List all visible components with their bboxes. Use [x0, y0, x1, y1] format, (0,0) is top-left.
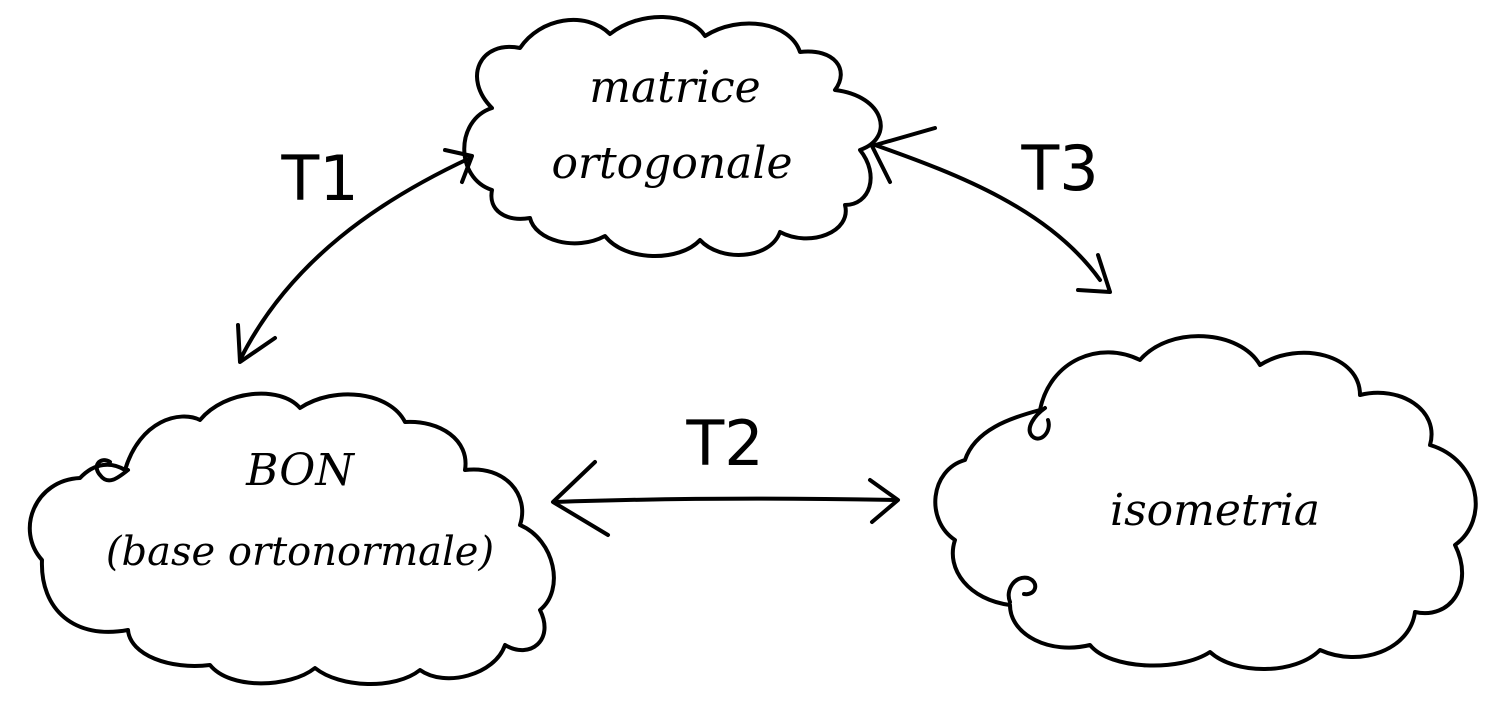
edge-t3: T3 — [870, 126, 1112, 294]
node-right-line1: isometria — [1110, 485, 1320, 536]
edge-t2-line — [553, 496, 897, 504]
cloud-left-tail — [94, 458, 130, 483]
cloud-right-curl-bottom — [1006, 575, 1038, 604]
edge-t2-arrowhead-left — [551, 460, 610, 537]
edge-t1: T1 — [236, 142, 474, 364]
node-top-line2: ortogonale — [551, 138, 792, 189]
edge-t1-line — [238, 156, 472, 362]
edge-t1-arrowhead-bottom — [236, 323, 277, 364]
edge-t2: T2 — [551, 407, 900, 537]
cloud-top-outline — [462, 15, 883, 258]
node-left-line1: BON — [245, 445, 355, 496]
cloud-right-curl-top — [1027, 406, 1051, 441]
edge-t3-label: T3 — [1020, 132, 1098, 205]
edge-t2-arrowhead-right — [868, 478, 900, 524]
node-left-line2: (base ortonormale) — [106, 529, 494, 575]
node-bon: BON (base ortonormale) — [27, 391, 556, 687]
edge-t1-arrowhead-top — [443, 148, 474, 184]
node-isometria: isometria — [933, 334, 1478, 671]
edge-t3-arrowhead-top — [870, 126, 937, 184]
edge-t1-label: T1 — [280, 142, 358, 215]
cloud-right-outline — [933, 334, 1478, 671]
edge-t3-line — [873, 143, 1102, 282]
node-matrice-ortogonale: matrice ortogonale — [462, 15, 883, 258]
edge-t3-arrowhead-bottom — [1076, 253, 1112, 294]
edge-t2-label: T2 — [685, 407, 763, 480]
cloud-left-outline — [27, 391, 556, 687]
node-top-line1: matrice — [589, 62, 760, 113]
